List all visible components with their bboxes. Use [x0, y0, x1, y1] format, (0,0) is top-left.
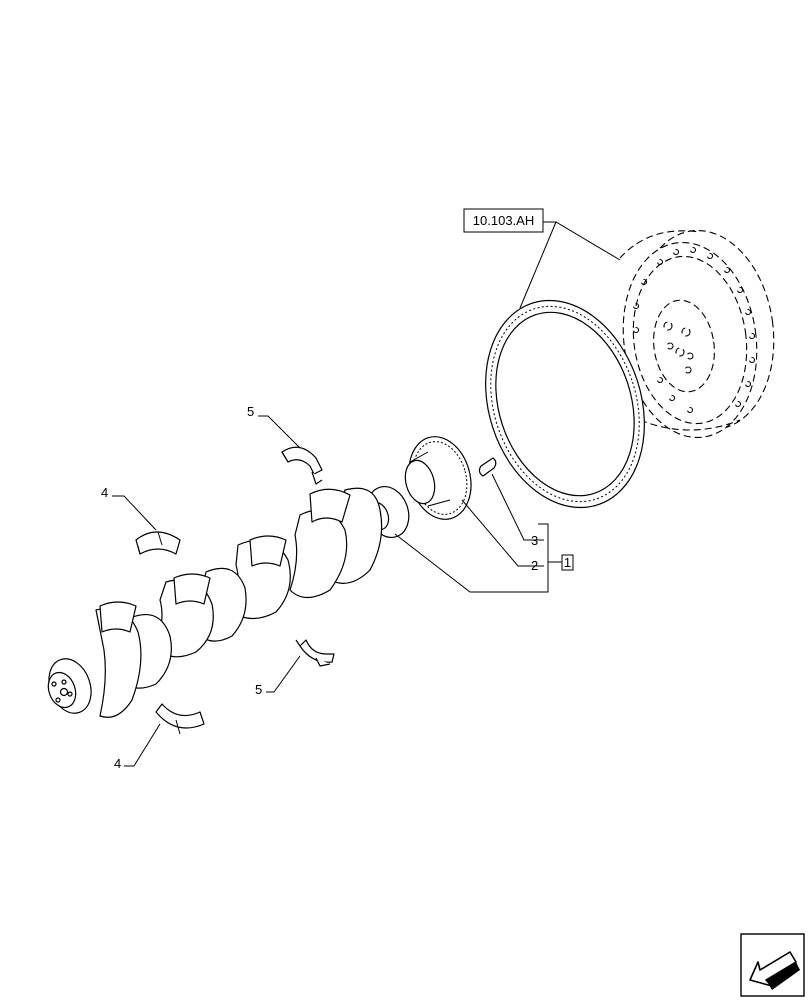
item-4-upper-label: 4: [101, 485, 108, 500]
reference-label: 10.103.AH: [473, 213, 534, 228]
reference-callout[interactable]: 10.103.AH: [463, 208, 544, 233]
bearing-shell-upper: [135, 531, 181, 555]
crankshaft: [47, 486, 410, 718]
bearing-shell-lower: [155, 703, 205, 735]
flywheel: [619, 229, 775, 439]
ring-gear: [485, 299, 645, 509]
item-4-lower-label: 4: [114, 756, 121, 771]
item-1-callout: 1: [561, 554, 574, 571]
timing-gear: [404, 436, 472, 520]
thrust-washer-lower: [295, 639, 335, 667]
item-3-label: 3: [531, 533, 538, 548]
leader-lines: [112, 221, 621, 767]
dowel-pin: [478, 457, 497, 477]
item-5-lower-label: 5: [255, 682, 262, 697]
thrust-washer-upper: [281, 446, 323, 485]
item-2-label: 2: [531, 558, 538, 573]
item-1-label: 1: [564, 555, 571, 570]
item-5-upper-label: 5: [247, 404, 254, 419]
arrow-back-icon[interactable]: [740, 933, 805, 997]
